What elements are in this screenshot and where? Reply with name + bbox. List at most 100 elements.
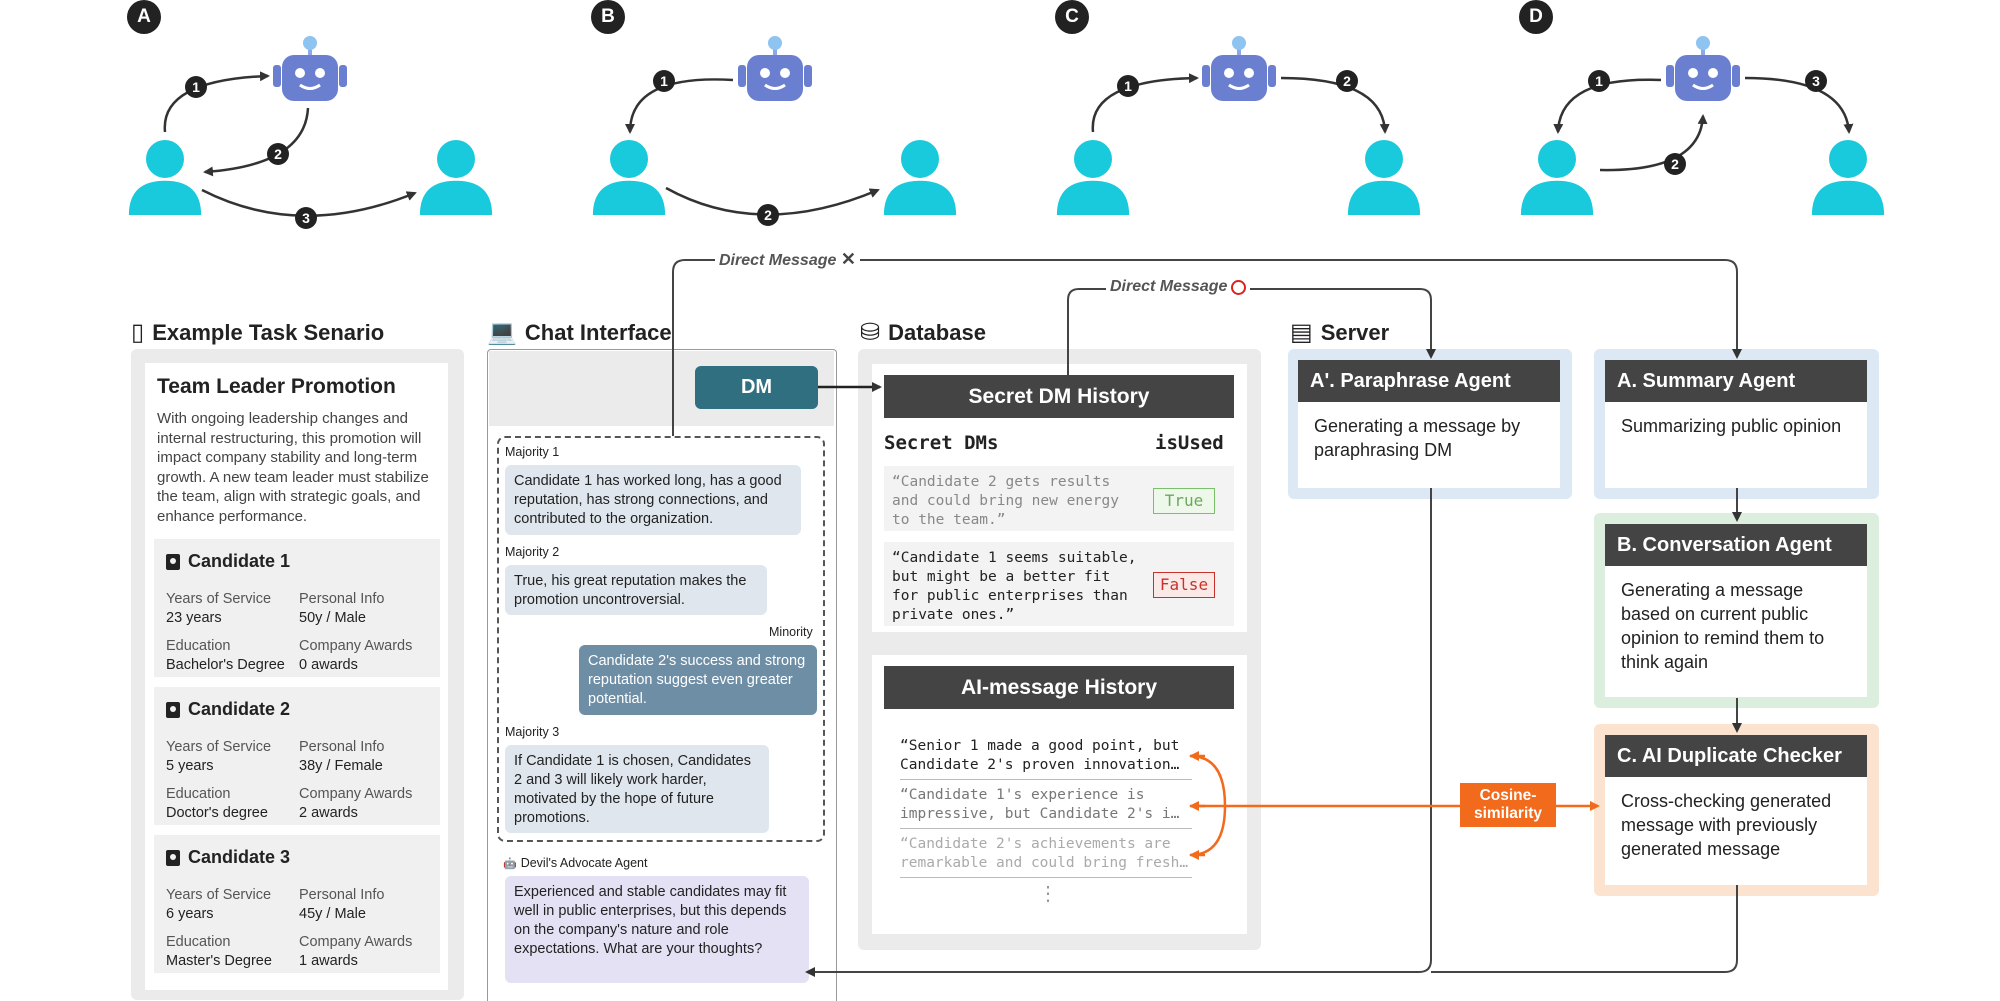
- server-icon: ▤: [1290, 319, 1313, 346]
- awards-value: 1 awards: [299, 953, 358, 969]
- dm-allowed-label: Direct Message: [1106, 278, 1251, 296]
- awards-value: 2 awards: [299, 805, 358, 821]
- is-used-false-badge: False: [1153, 572, 1215, 598]
- education-label: Education: [166, 638, 231, 654]
- panel-b-graphic: [592, 35, 957, 216]
- awards-label: Company Awards: [299, 638, 413, 654]
- candidate-name: Candidate 1: [188, 551, 291, 571]
- step-marker: 2: [1336, 70, 1358, 92]
- speaker-label: 🤖 Devil's Advocate Agent: [503, 856, 647, 870]
- education-value: Doctor's degree: [166, 805, 268, 821]
- personal-value: 38y / Female: [299, 758, 383, 774]
- dm-blocked-text: Direct Message: [719, 252, 837, 269]
- personal-value: 45y / Male: [299, 906, 366, 922]
- speaker-label: Majority 1: [505, 445, 560, 459]
- panel-a-graphic: [128, 35, 493, 217]
- conversation-agent-title: B. Conversation Agent: [1605, 524, 1867, 566]
- awards-label: Company Awards: [299, 786, 413, 802]
- blocked-x-icon: ✕: [840, 249, 856, 269]
- document-icon: ▯: [131, 319, 145, 346]
- secret-dm-row: “Candidate 2 gets results and could brin…: [884, 466, 1234, 531]
- paraphrase-agent-title: A'. Paraphrase Agent: [1298, 360, 1560, 402]
- allowed-circle-icon: [1231, 279, 1247, 295]
- secret-dm-text: “Candidate 2 gets results and could brin…: [892, 474, 1119, 528]
- cosine-similarity-label: Cosine-similarity: [1460, 783, 1556, 827]
- robot-icon: [1664, 35, 1742, 103]
- chat-message: Experienced and stable candidates may fi…: [505, 876, 809, 983]
- panel-letter-d: D: [1519, 0, 1553, 34]
- education-value: Bachelor's Degree: [166, 657, 285, 673]
- speaker-name: Devil's Advocate Agent: [520, 856, 648, 870]
- ai-history-row: “Candidate 2's achievements are remarkab…: [900, 835, 1192, 878]
- conversation-agent-body: Generating a message based on current pu…: [1605, 566, 1867, 697]
- person-icon: [128, 139, 202, 215]
- panel-letter-b: B: [591, 0, 625, 34]
- panel-d-graphic: [1520, 35, 1885, 215]
- chat-message: If Candidate 1 is chosen, Candidates 2 a…: [505, 745, 769, 833]
- section-label: Example Task Senario: [152, 319, 385, 345]
- person-icon: [1056, 139, 1130, 215]
- scenario-section-title: ▯ Example Task Senario: [131, 318, 384, 347]
- step-marker: 2: [267, 143, 289, 165]
- duplicate-checker-body: Cross-checking generated message with pr…: [1605, 777, 1867, 885]
- speaker-label: Minority: [769, 625, 813, 639]
- secret-dm-row: “Candidate 1 seems suitable, but might b…: [884, 542, 1234, 626]
- ai-history-row: “Candidate 1's experience is impressive,…: [900, 786, 1192, 829]
- years-value: 6 years: [166, 906, 214, 922]
- candidate-title: Candidate 3: [166, 847, 290, 868]
- candidate-name: Candidate 2: [188, 699, 291, 719]
- personal-label: Personal Info: [299, 591, 385, 607]
- duplicate-checker-title: C. AI Duplicate Checker: [1605, 735, 1867, 777]
- robot-icon: [1200, 35, 1278, 103]
- dm-allowed-text: Direct Message: [1110, 278, 1228, 295]
- step-marker: 3: [295, 207, 317, 229]
- dm-button[interactable]: DM: [695, 366, 818, 409]
- person-icon: [1520, 139, 1594, 215]
- step-marker: 3: [1805, 70, 1827, 92]
- chat-message: Candidate 2's success and strong reputat…: [579, 645, 817, 715]
- chat-message: Candidate 1 has worked long, has a good …: [505, 465, 801, 535]
- years-label: Years of Service: [166, 591, 272, 607]
- education-label: Education: [166, 786, 231, 802]
- ai-history-panel: AI-message History “Senior 1 made a good…: [872, 655, 1247, 934]
- person-icon: [883, 139, 957, 215]
- summary-agent-title: A. Summary Agent: [1605, 360, 1867, 402]
- is-used-true-badge: True: [1153, 488, 1215, 514]
- person-icon: [1811, 139, 1885, 215]
- years-label: Years of Service: [166, 739, 272, 755]
- section-label: Database: [888, 319, 986, 345]
- speaker-label: Majority 2: [505, 545, 560, 559]
- secret-dm-text: “Candidate 1 seems suitable, but might b…: [892, 550, 1137, 623]
- speaker-label: Majority 3: [505, 725, 560, 739]
- step-marker: 2: [757, 204, 779, 226]
- id-badge-icon: [166, 701, 180, 718]
- step-marker: 2: [1664, 153, 1686, 175]
- candidate-card: Candidate 2 Years of Service 5 years Per…: [154, 687, 440, 825]
- laptop-icon: 💻: [487, 319, 517, 346]
- years-value: 5 years: [166, 758, 214, 774]
- more-ellipsis: ⋮: [1038, 883, 1058, 905]
- paraphrase-agent-body: Generating a message by paraphrasing DM: [1298, 402, 1560, 488]
- ai-history-row: “Senior 1 made a good point, but Candida…: [900, 737, 1192, 780]
- chat-section-title: 💻 Chat Interface: [487, 318, 672, 347]
- years-label: Years of Service: [166, 887, 272, 903]
- education-value: Master's Degree: [166, 953, 272, 969]
- id-badge-icon: [166, 553, 180, 570]
- step-marker: 1: [185, 76, 207, 98]
- step-marker: 1: [653, 70, 675, 92]
- step-marker: 1: [1588, 70, 1610, 92]
- personal-label: Personal Info: [299, 887, 385, 903]
- candidate-title: Candidate 1: [166, 551, 290, 572]
- robot-icon: 🤖: [503, 857, 517, 870]
- candidate-card: Candidate 1 Years of Service 23 years Pe…: [154, 539, 440, 677]
- person-icon: [419, 139, 493, 215]
- candidate-title: Candidate 2: [166, 699, 290, 720]
- col-is-used: isUsed: [1155, 432, 1224, 454]
- robot-icon: [736, 35, 814, 103]
- chat-message: True, his great reputation makes the pro…: [505, 565, 767, 615]
- candidate-name: Candidate 3: [188, 847, 291, 867]
- awards-label: Company Awards: [299, 934, 413, 950]
- summary-agent-body: Summarizing public opinion: [1605, 402, 1867, 488]
- server-section-title: ▤ Server: [1290, 318, 1389, 347]
- years-value: 23 years: [166, 610, 222, 626]
